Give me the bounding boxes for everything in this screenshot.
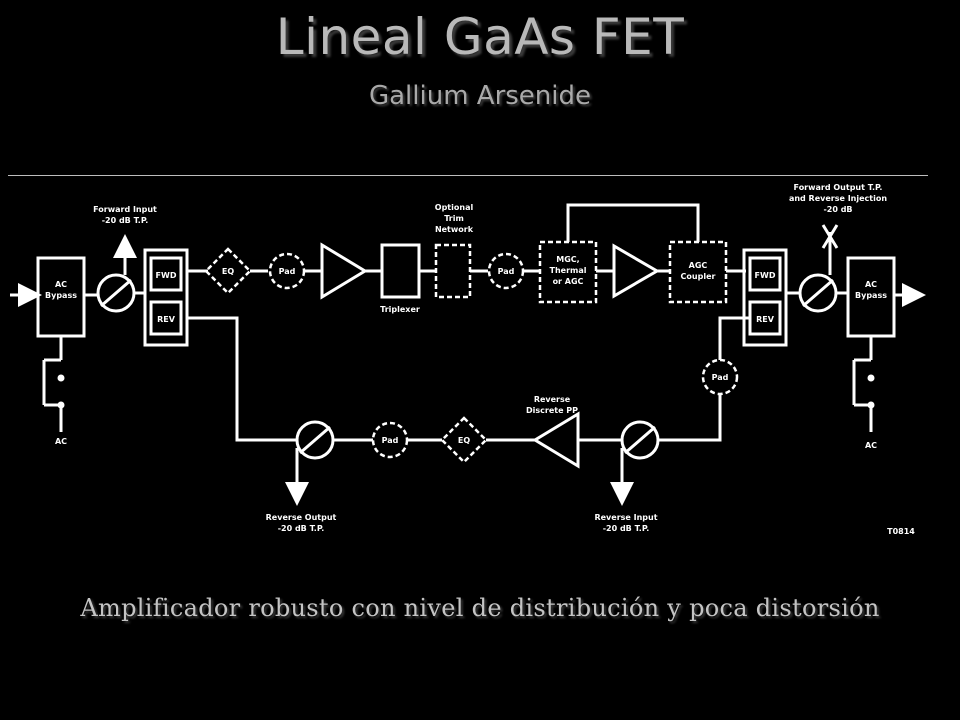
reverse-output-tp-label-1: Reverse Output — [266, 513, 337, 522]
reverse-hybrid-label-1: Reverse — [534, 395, 571, 404]
fwd-right-label: FWD — [755, 271, 776, 280]
optional-trim-label-1: Optional — [435, 203, 474, 212]
ac-bypass-left-block: AC Bypass — [36, 256, 86, 338]
forward-input-tp-label-1: Forward Input — [93, 205, 157, 214]
triplexer-label: Triplexer — [380, 305, 420, 314]
ac-left-label: AC — [55, 437, 67, 446]
mgc-label-3: or AGC — [553, 277, 584, 286]
forward-output-coupler: Forward Output T.P. and Reverse Injectio… — [789, 183, 887, 313]
rev-right-label: REV — [756, 315, 775, 324]
triplexer-block: Triplexer — [380, 243, 421, 314]
slide-title: Lineal GaAs FET — [275, 8, 685, 66]
optional-trim-network: Optional Trim Network — [434, 203, 474, 299]
reverse-output-tp-label-2: -20 dB T.P. — [278, 524, 325, 533]
pad-forward-2-label: Pad — [498, 267, 515, 276]
forward-input-coupler: Forward Input -20 dB T.P. — [93, 205, 157, 313]
pad-reverse-right: Pad — [701, 358, 739, 396]
title-divider — [8, 175, 928, 176]
diplex-filter-left: FWD REV — [143, 248, 189, 347]
mgc-label-2: Thermal — [550, 266, 587, 275]
eq-forward-label: EQ — [222, 267, 234, 276]
reverse-input-tp-label-1: Reverse Input — [594, 513, 657, 522]
ac-bypass-right-label-2: Bypass — [855, 291, 887, 300]
agc-feedback-loop — [566, 203, 700, 242]
ac-bypass-left-label-1: AC — [55, 280, 67, 289]
forward-amp-2 — [612, 243, 660, 299]
optional-trim-label-2: Trim — [444, 214, 464, 223]
forward-input-tp-label-2: -20 dB T.P. — [102, 216, 149, 225]
pad-reverse-left: Pad — [371, 421, 409, 459]
rev-left-label: REV — [157, 315, 176, 324]
ac-bypass-right-label-1: AC — [865, 280, 877, 289]
forward-output-tp-label-1: Forward Output T.P. — [794, 183, 883, 192]
optional-trim-label-3: Network — [435, 225, 474, 234]
diplex-filter-right: FWD REV — [742, 248, 788, 347]
pad-reverse-right-label: Pad — [712, 373, 729, 382]
pad-forward-1-label: Pad — [279, 267, 296, 276]
agc-coupler-label-2: Coupler — [681, 272, 716, 281]
eq-forward: EQ — [204, 247, 252, 295]
reverse-input-tp-label-2: -20 dB T.P. — [603, 524, 650, 533]
reverse-hybrid-label-2: Discrete PP — [526, 406, 578, 415]
ac-bypass-left-label-2: Bypass — [45, 291, 77, 300]
pad-forward-2: Pad — [487, 252, 525, 290]
pad-reverse-left-label: Pad — [382, 436, 399, 445]
slide-caption: Amplificador robusto con nivel de distri… — [80, 594, 880, 622]
eq-reverse: EQ — [440, 416, 488, 464]
ac-switch-right: AC — [852, 336, 877, 450]
ac-switch-left: AC — [42, 336, 67, 446]
slide-subtitle: Gallium Arsenide — [368, 81, 592, 111]
reverse-input-coupler: Reverse Input -20 dB T.P. — [594, 420, 660, 533]
mgc-label-1: MGC, — [556, 255, 579, 264]
agc-coupler-block: AGC Coupler — [668, 240, 728, 304]
fwd-left-label: FWD — [156, 271, 177, 280]
eq-reverse-label: EQ — [458, 436, 470, 445]
ac-bypass-right-block: AC Bypass — [846, 256, 896, 338]
agc-coupler-label-1: AGC — [689, 261, 708, 270]
mgc-block: MGC, Thermal or AGC — [538, 240, 598, 304]
forward-output-tp-label-3: -20 dB — [823, 205, 852, 214]
reverse-amp: Reverse Discrete PP — [526, 395, 580, 469]
forward-amp-1 — [320, 242, 368, 300]
ac-right-label: AC — [865, 441, 877, 450]
pad-forward-1: Pad — [268, 252, 306, 290]
forward-output-tp-label-2: and Reverse Injection — [789, 194, 887, 203]
figure-id: T0814 — [887, 527, 915, 536]
